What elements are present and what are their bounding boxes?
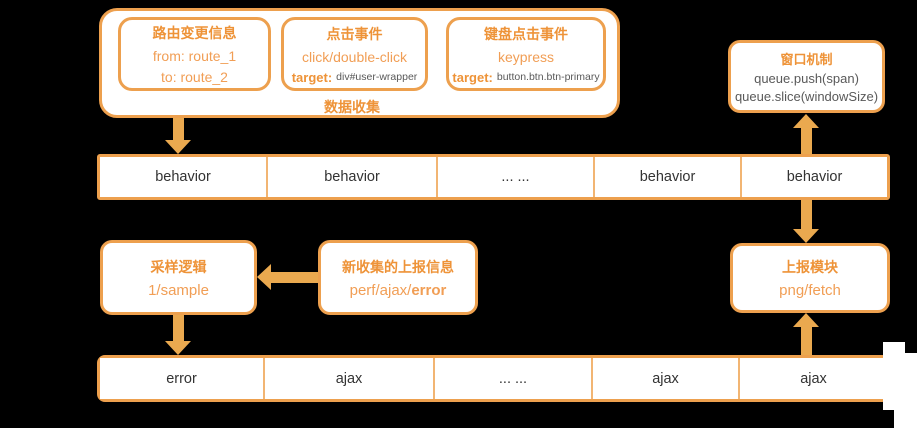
click-event-title: 点击事件 — [326, 25, 383, 42]
click-event-box: 点击事件 click/double-click target: div#user… — [281, 17, 428, 91]
queue-push-line: queue.push(span) — [754, 71, 859, 86]
sample-rate-line: 1/sample — [148, 281, 209, 299]
sampling-logic-title: 采样逻辑 — [150, 258, 207, 275]
keyboard-event-title: 键盘点击事件 — [484, 25, 568, 42]
click-target-row: target: div#user-wrapper — [292, 70, 418, 85]
arrow-collection-to-behavior — [165, 118, 191, 154]
route-from-line: from: route_1 — [152, 48, 237, 64]
new-report-info-title: 新收集的上报信息 — [342, 258, 454, 275]
screenshot-white-artifact — [894, 353, 917, 428]
behavior-cell: behavior — [100, 157, 266, 197]
window-mechanism-title: 窗口机制 — [780, 52, 833, 67]
arrow-sampling-to-report-strip — [165, 315, 191, 355]
route-to-line: to: route_2 — [161, 69, 228, 85]
keyboard-target-value: button.btn.btn-primary — [496, 71, 600, 83]
route-change-box: 路由变更信息 from: route_1 to: route_2 — [118, 17, 271, 91]
window-mechanism-box: 窗口机制 queue.push(span) queue.slice(window… — [728, 40, 885, 113]
keyboard-target-label: target: — [452, 69, 493, 85]
report-module-title: 上报模块 — [782, 259, 838, 275]
behavior-cell: behavior — [266, 157, 436, 197]
queue-slice-line: queue.slice(windowSize) — [734, 89, 879, 104]
route-change-title: 路由变更信息 — [152, 25, 237, 41]
ajax-cell: ajax — [738, 358, 887, 399]
click-type-line: click/double-click — [301, 48, 408, 65]
arrow-report-strip-to-report-module — [793, 313, 819, 355]
ajax-cell: ajax — [591, 358, 738, 399]
report-types-line: perf/ajax/error — [350, 282, 447, 299]
ajax-cell: ajax — [263, 358, 433, 399]
click-target-value: div#user-wrapper — [336, 71, 418, 83]
sampling-logic-box: 采样逻辑 1/sample — [100, 240, 257, 315]
report-queue-strip: error ajax ... ... ajax ajax — [97, 355, 890, 402]
report-module-box: 上报模块 png/fetch — [730, 243, 890, 313]
report-transport-line: png/fetch — [779, 282, 841, 299]
report-types-prefix: perf/ajax/ — [349, 281, 412, 299]
arrow-behavior-to-report-module — [793, 200, 819, 243]
error-cell: error — [100, 358, 263, 399]
data-collection-label: 数据收集 — [324, 99, 380, 115]
behavior-cell: behavior — [740, 157, 887, 197]
data-collection-group: 路由变更信息 from: route_1 to: route_2 点击事件 cl… — [99, 8, 620, 118]
keyboard-target-row: target: button.btn.btn-primary — [452, 70, 599, 85]
report-ellipsis-cell: ... ... — [433, 358, 591, 399]
behavior-cell: behavior — [593, 157, 740, 197]
arrow-new-report-to-sampling — [257, 264, 318, 290]
new-report-info-box: 新收集的上报信息 perf/ajax/error — [318, 240, 478, 315]
click-target-label: target: — [291, 69, 333, 85]
behavior-queue-strip: behavior behavior ... ... behavior behav… — [97, 154, 890, 200]
keypress-line: keypress — [497, 48, 555, 65]
keyboard-event-box: 键盘点击事件 keypress target: button.btn.btn-p… — [446, 17, 606, 91]
report-types-error-emphasis: error — [411, 281, 447, 299]
behavior-ellipsis-cell: ... ... — [436, 157, 593, 197]
arrow-behavior-to-window-mechanism — [793, 114, 819, 154]
